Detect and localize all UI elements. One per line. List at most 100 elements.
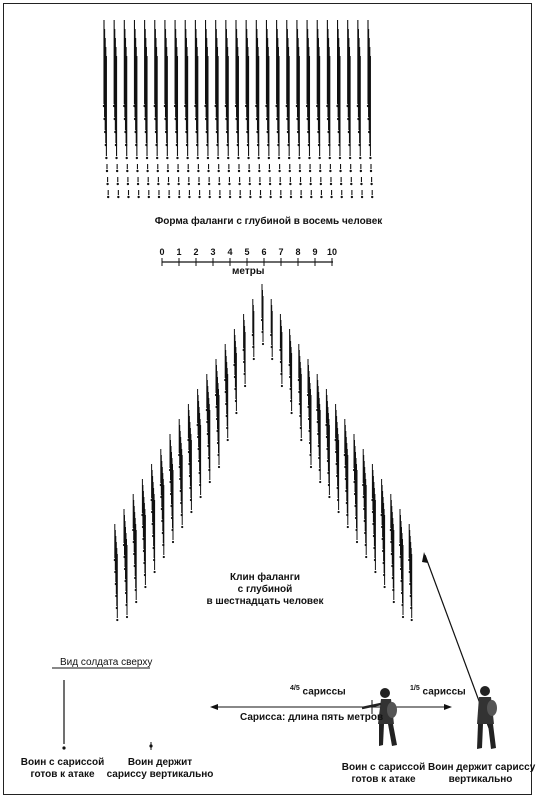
sarissa-arrow-left <box>210 704 218 710</box>
soldier <box>258 169 261 173</box>
soldier <box>239 195 242 199</box>
fraction-den: /5 <box>293 685 300 692</box>
soldier <box>319 169 322 173</box>
soldiers-side-view <box>210 552 497 749</box>
soldier <box>167 195 171 199</box>
soldier <box>147 182 150 186</box>
soldier <box>319 480 322 484</box>
soldier <box>208 195 211 199</box>
soldier <box>115 169 119 173</box>
soldier <box>290 411 293 415</box>
soldier <box>238 182 241 186</box>
soldier <box>207 182 211 186</box>
soldier <box>288 169 291 173</box>
soldier <box>355 540 359 544</box>
soldier <box>401 615 405 619</box>
wedge-caption: Клин фаланги с глубиной в шестнадцать че… <box>205 572 325 608</box>
side-ready-caption: Воин с сариссой готов к атаке <box>336 762 431 786</box>
scale-tick-label: 10 <box>326 247 337 257</box>
soldier <box>365 555 368 559</box>
soldier <box>252 357 255 361</box>
fraction-word: сариссы <box>299 686 346 698</box>
soldier <box>271 357 274 361</box>
soldier-vertical-figure <box>477 686 497 749</box>
soldier <box>268 182 272 186</box>
soldier <box>340 195 343 199</box>
soldier <box>206 156 210 160</box>
wedge-caption-line: в шестнадцать человек <box>206 596 324 607</box>
scale-unit-label: метры <box>232 266 265 277</box>
soldier-ready-figure <box>361 688 397 746</box>
soldier <box>268 169 271 173</box>
soldier <box>144 585 147 589</box>
soldier <box>287 156 291 160</box>
soldier <box>279 195 283 199</box>
caption-line: Воин держит сариссу <box>428 762 536 773</box>
soldier <box>153 570 156 574</box>
soldier <box>176 156 179 160</box>
soldier <box>135 600 138 604</box>
soldier <box>277 156 281 160</box>
soldier <box>197 169 200 173</box>
soldier <box>410 618 413 622</box>
top-view-soldier-ready <box>62 746 66 750</box>
soldier <box>319 182 323 186</box>
soldier <box>198 195 201 199</box>
soldier <box>116 182 119 186</box>
soldier <box>300 438 303 442</box>
soldier <box>181 525 184 529</box>
side-vertical-caption: Воин держит сариссу вертикально <box>428 762 536 786</box>
soldier <box>349 169 352 173</box>
soldier <box>125 156 128 160</box>
soldier <box>328 156 331 160</box>
soldier <box>249 195 252 199</box>
scale-tick-label: 5 <box>244 247 250 257</box>
soldier <box>217 169 220 173</box>
soldier <box>248 182 251 186</box>
soldier <box>115 156 118 160</box>
soldier <box>116 618 119 622</box>
soldier <box>308 156 311 160</box>
soldier <box>167 182 170 186</box>
soldier <box>227 156 230 160</box>
soldier <box>207 169 210 173</box>
soldier <box>145 156 149 160</box>
figure-frame <box>3 3 532 795</box>
scale-tick-label: 3 <box>210 247 216 257</box>
caption-line: готов к атаке <box>351 774 416 785</box>
soldier <box>244 384 247 388</box>
soldier <box>237 156 240 160</box>
soldier <box>237 169 241 173</box>
soldier <box>166 156 169 160</box>
soldier <box>369 156 372 160</box>
wedge-phalanx <box>113 284 413 622</box>
soldier <box>269 195 272 199</box>
soldier <box>178 195 181 199</box>
soldier <box>350 182 353 186</box>
scale-tick-label: 9 <box>312 247 318 257</box>
soldier <box>247 156 250 160</box>
front-fraction-label: 4/5 сариссы <box>290 683 346 698</box>
soldier <box>166 169 170 173</box>
scale-tick-label: 1 <box>176 247 182 257</box>
soldier <box>320 195 323 199</box>
rear-fraction-label: 1/5 сариссы <box>410 683 466 698</box>
soldier <box>187 169 190 173</box>
wedge-caption-line: Клин фаланги <box>230 572 300 583</box>
soldier <box>392 600 395 604</box>
soldier <box>217 465 221 469</box>
soldier <box>218 182 221 186</box>
soldier <box>298 156 301 160</box>
soldier <box>228 195 232 199</box>
soldier <box>278 169 281 173</box>
soldier <box>258 182 262 186</box>
soldier <box>280 384 283 388</box>
scale-tick-label: 4 <box>227 247 233 257</box>
soldier <box>107 195 110 199</box>
soldier <box>187 182 191 186</box>
square-phalanx <box>102 20 374 199</box>
soldier <box>126 182 130 186</box>
soldier <box>155 156 159 160</box>
caption-line: вертикально <box>448 774 513 785</box>
